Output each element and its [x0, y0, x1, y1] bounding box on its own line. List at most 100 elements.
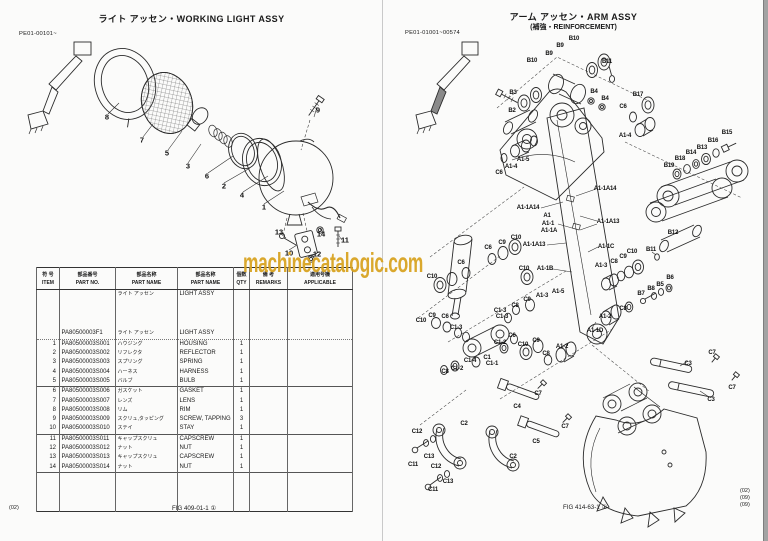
table-cell	[59, 471, 116, 512]
table-cell: PA80500003S006	[59, 386, 116, 397]
table-cell: PA80500003S008	[59, 405, 116, 415]
table-cell: HARNESS	[177, 367, 234, 377]
table-cell	[249, 453, 288, 463]
table-cell	[249, 299, 288, 330]
table-cell: ナット	[115, 443, 178, 454]
table-cell	[249, 414, 288, 425]
table-cell: 1	[233, 376, 250, 387]
table-cell: 1	[233, 433, 250, 444]
table-cell	[249, 348, 288, 359]
table-cell: PA80500003S002	[59, 348, 116, 359]
table-cell	[115, 299, 178, 330]
table-cell	[287, 405, 353, 415]
right-page-notes: (02)(09)(09)	[740, 488, 750, 509]
table-cell	[233, 289, 250, 300]
excavator-thumbnail-right	[415, 41, 479, 135]
table-cell: スプリング	[115, 358, 178, 368]
table-cell	[287, 433, 353, 444]
excavator-thumbnail-left	[27, 41, 92, 135]
table-cell: PA80500003S010	[59, 424, 116, 435]
table-cell	[249, 367, 288, 377]
table-cell	[287, 358, 353, 368]
table-cell	[59, 289, 116, 300]
table-cell: 1	[233, 348, 250, 359]
table-cell: 1	[233, 367, 250, 377]
left-leader-lines	[107, 102, 343, 259]
table-cell	[115, 471, 178, 512]
table-cell: BULB	[177, 376, 234, 387]
left-serial-number: PE01-00101~	[19, 31, 57, 37]
light-assembly-drawing	[93, 48, 347, 263]
table-cell: レンズ	[115, 396, 178, 406]
table-cell: LENS	[177, 396, 234, 406]
table-cell: 8	[36, 405, 60, 415]
table-cell	[287, 348, 353, 359]
table-cell: 11	[36, 433, 60, 444]
table-cell: 14	[36, 462, 60, 473]
right-fig-number: FIG 414-63-1 ①	[562, 504, 608, 511]
table-cell: 1	[233, 453, 250, 463]
table-cell: PA80500003S003	[59, 358, 116, 368]
table-cell	[287, 424, 353, 435]
table-cell: PA80500003S004	[59, 367, 116, 377]
scan-edge-strip	[763, 0, 768, 541]
table-cell	[249, 289, 288, 300]
table-cell: PA80500003S014	[59, 462, 116, 473]
table-cell: ナット	[115, 462, 178, 473]
table-cell: NUT	[177, 443, 234, 454]
table-cell: PA80500003S012	[59, 443, 116, 454]
watermark: machinecatalogic.com	[243, 247, 424, 278]
table-cell: 1	[36, 339, 60, 349]
table-cell	[36, 299, 60, 330]
table-cell: PA80500003S013	[59, 453, 116, 463]
table-cell: 7	[36, 396, 60, 406]
right-serial-number: PE01-01001~00574	[405, 30, 460, 36]
table-cell: 12	[36, 443, 60, 454]
table-cell	[249, 443, 288, 454]
page-note: (09)	[740, 502, 750, 508]
table-cell	[287, 376, 353, 387]
table-cell	[233, 471, 250, 512]
table-cell	[249, 329, 288, 340]
table-cell: リフレクタ	[115, 348, 178, 359]
table-cell: 5	[36, 376, 60, 387]
right-page-subtitle: (補強・REINFORCEMENT)	[530, 24, 617, 31]
table-row	[36, 299, 353, 330]
table-cell: PA80500003F1	[59, 329, 116, 340]
table-cell: CAPSCREW	[177, 433, 234, 444]
table-cell: 3	[233, 414, 250, 425]
table-cell	[177, 299, 234, 330]
table-cell: スクリュ,タッピング	[115, 414, 178, 425]
table-cell: 1	[233, 339, 250, 349]
table-cell: PA80500003S011	[59, 433, 116, 444]
table-cell: PA80500003S009	[59, 414, 116, 425]
table-cell: SCREW, TAPPING	[177, 414, 234, 425]
table-cell	[36, 471, 60, 512]
table-cell: 4	[36, 367, 60, 377]
table-cell: 6	[36, 386, 60, 397]
table-cell: LIGHT ASSY	[177, 289, 234, 300]
table-cell	[59, 299, 116, 330]
table-cell: リム	[115, 405, 178, 415]
table-cell	[249, 386, 288, 397]
table-cell	[249, 471, 288, 512]
right-leader-lines	[540, 188, 710, 398]
